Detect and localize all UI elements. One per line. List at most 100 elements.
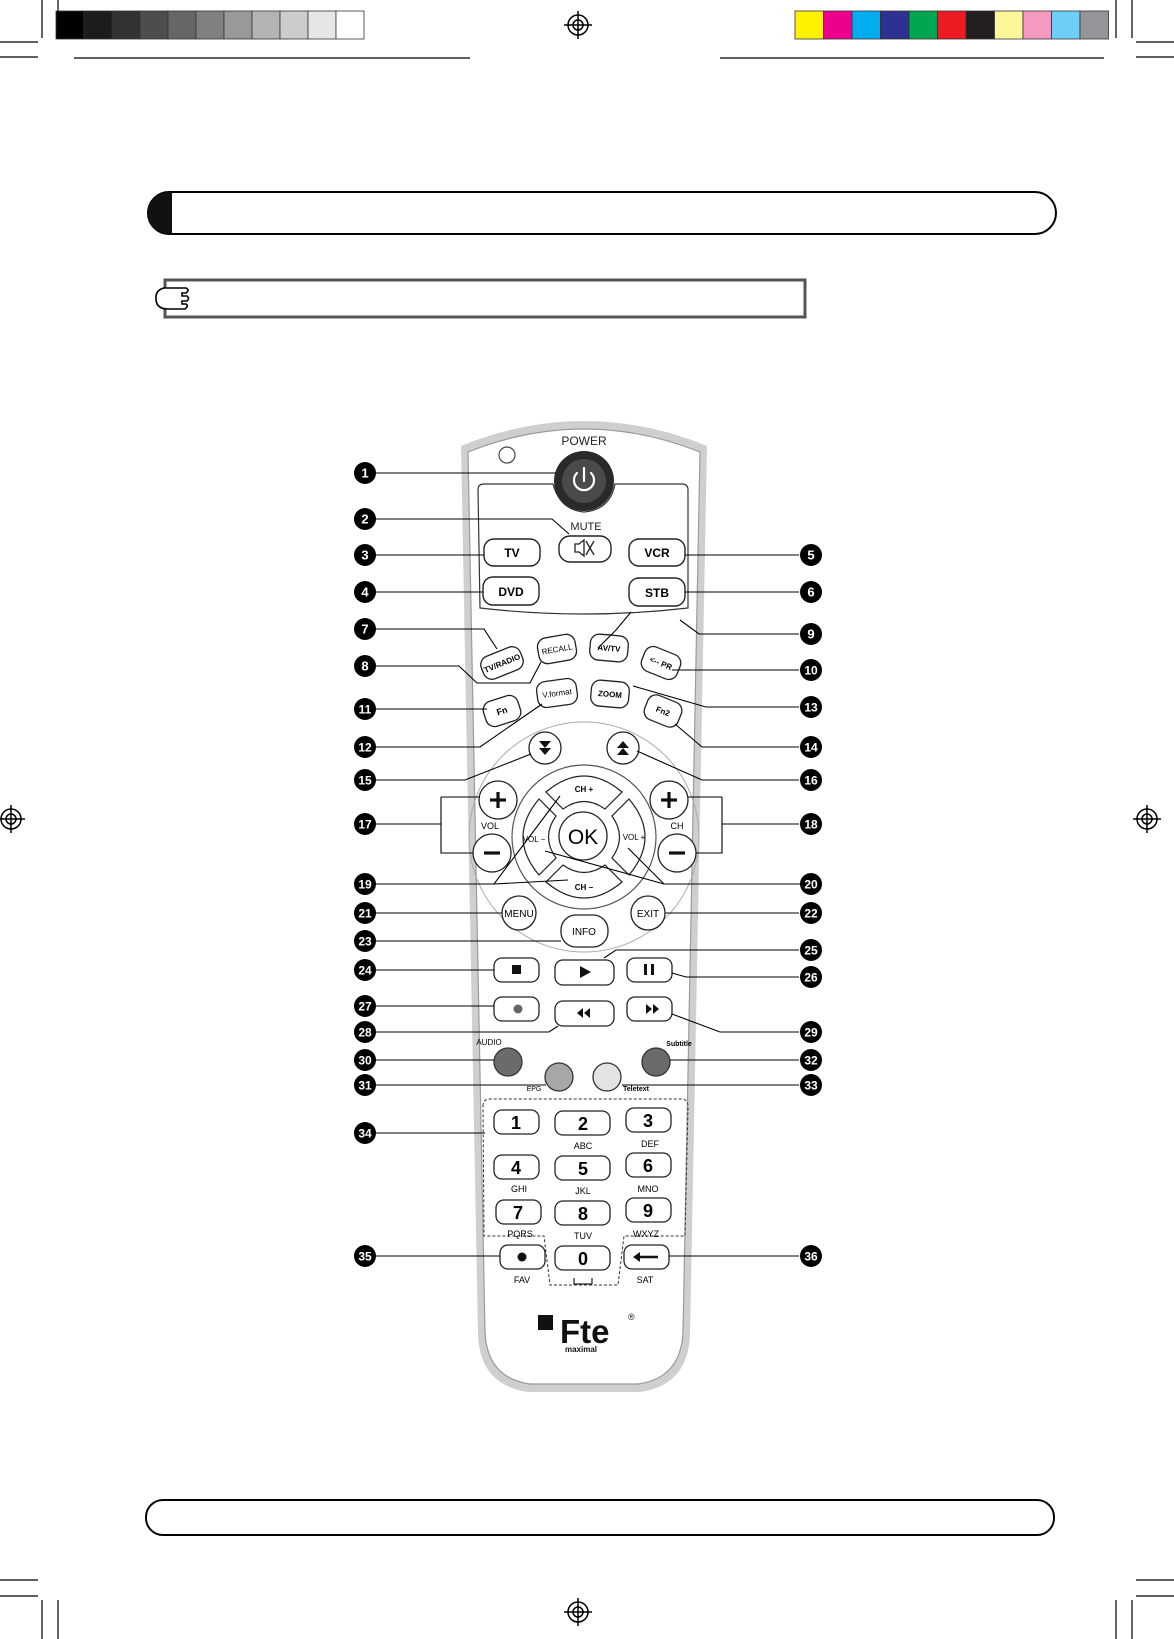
av-tv-button[interactable]: AV/TV: [589, 633, 629, 663]
registration-mark-top: [564, 11, 592, 39]
plus-icon: [661, 792, 677, 808]
rewind-button[interactable]: [554, 1000, 615, 1027]
ch-plus-label: CH +: [575, 785, 594, 794]
callout-marker: [354, 698, 376, 720]
vcr-button[interactable]: VCR: [628, 538, 686, 567]
number-key-6[interactable]: 6: [625, 1152, 672, 1178]
mute-button[interactable]: [558, 535, 612, 563]
key-1-label: 1: [511, 1113, 521, 1133]
gray-swatch: [55, 10, 85, 40]
callout-marker: [354, 1021, 376, 1043]
number-key-4[interactable]: 4: [493, 1154, 540, 1180]
number-key-7[interactable]: 7: [495, 1199, 542, 1225]
number-key-8[interactable]: 8: [554, 1200, 611, 1226]
remote-control: POWER MUTE TV VCR: [461, 421, 707, 1392]
gray-swatch: [83, 10, 113, 40]
audio-button[interactable]: [493, 1047, 523, 1077]
stop-button[interactable]: [493, 957, 540, 983]
callout-marker: [800, 902, 822, 924]
volume-down-button[interactable]: [472, 833, 512, 873]
dpad-down-button[interactable]: CH −: [545, 864, 623, 899]
fn2-button[interactable]: Fn2: [641, 692, 684, 730]
pause-button[interactable]: [626, 957, 673, 983]
callout-marker: [354, 1049, 376, 1071]
fn-label: Fn: [495, 705, 509, 718]
number-key-0[interactable]: 0: [554, 1245, 611, 1271]
page-down-button[interactable]: [528, 731, 562, 765]
registration-mark-bottom: [564, 1598, 592, 1626]
number-key-1[interactable]: 1: [493, 1109, 540, 1135]
number-key-5[interactable]: 5: [554, 1155, 611, 1181]
previous-program-button[interactable]: <-- PR: [639, 644, 684, 682]
callout-marker: [800, 1074, 822, 1096]
power-icon: [572, 466, 596, 492]
callout-25: 25: [800, 939, 822, 961]
callout-marker: [354, 1122, 376, 1144]
menu-button[interactable]: MENU: [501, 895, 537, 931]
dpad-left-button[interactable]: VOL −: [522, 798, 557, 876]
tv-radio-button[interactable]: TV/RADIO: [478, 644, 526, 682]
vcr-label: VCR: [644, 546, 670, 560]
play-button[interactable]: [554, 959, 615, 986]
number-key-3[interactable]: 3: [625, 1107, 672, 1133]
callout-number: 35: [358, 1250, 372, 1264]
callout-8: 8: [354, 655, 376, 677]
callout-number: 36: [804, 1250, 818, 1264]
key-8-letters: TUV: [574, 1231, 592, 1241]
zoom-label: ZOOM: [598, 689, 623, 700]
callout-marker: [800, 659, 822, 681]
callout-number: 16: [804, 774, 818, 788]
callout-marker: [354, 508, 376, 530]
volume-up-button[interactable]: [478, 780, 518, 820]
callout-marker: [800, 581, 822, 603]
video-format-button[interactable]: V.format: [535, 677, 579, 709]
stb-button[interactable]: STB: [628, 577, 686, 607]
channel-up-button[interactable]: [649, 780, 689, 820]
brand-name: Fte: [560, 1313, 610, 1350]
callout-number: 30: [358, 1054, 372, 1068]
zoom-button[interactable]: ZOOM: [590, 679, 630, 709]
dvd-button[interactable]: DVD: [482, 576, 540, 606]
power-label: POWER: [561, 434, 607, 448]
epg-label: EPG: [527, 1086, 542, 1093]
subtitle-button[interactable]: [641, 1047, 671, 1077]
record-button[interactable]: [493, 996, 540, 1022]
space-icon: [573, 1278, 593, 1285]
color-swatch: [1022, 10, 1052, 40]
subtitle-label: Subtitle: [666, 1041, 692, 1048]
key-4-letters: GHI: [511, 1184, 527, 1194]
callout-marker: [354, 959, 376, 981]
teletext-button[interactable]: [592, 1062, 622, 1092]
ok-button[interactable]: OK: [558, 811, 608, 861]
favorite-button[interactable]: [499, 1244, 546, 1270]
number-key-9[interactable]: 9: [625, 1197, 672, 1223]
dpad-up-button[interactable]: CH +: [545, 775, 623, 810]
stb-label: STB: [645, 586, 669, 600]
callout-number: 25: [804, 944, 818, 958]
callout-marker: [354, 1245, 376, 1267]
fast-forward-button[interactable]: [626, 996, 673, 1022]
info-button[interactable]: INFO: [560, 914, 609, 948]
info-label: INFO: [572, 927, 596, 938]
satellite-back-button[interactable]: [623, 1244, 670, 1270]
gray-swatch: [279, 10, 309, 40]
callout-number: 32: [804, 1054, 818, 1068]
tv-button[interactable]: TV: [483, 538, 541, 567]
exit-button[interactable]: EXIT: [630, 895, 666, 931]
callout-3: 3: [354, 544, 376, 566]
key-2-label: 2: [578, 1114, 588, 1134]
fn-button[interactable]: Fn: [481, 693, 523, 729]
page-up-button[interactable]: [606, 731, 640, 765]
callout-4: 4: [354, 581, 376, 603]
epg-button[interactable]: [544, 1062, 574, 1092]
footer-bar: [145, 1499, 1055, 1536]
number-key-2[interactable]: 2: [554, 1110, 611, 1136]
channel-down-button[interactable]: [657, 833, 697, 873]
recall-button[interactable]: RECALL: [536, 633, 578, 665]
callout-marker: [800, 939, 822, 961]
callout-marker: [800, 873, 822, 895]
callout-number: 15: [358, 774, 372, 788]
power-button[interactable]: [554, 451, 614, 511]
key-7-letters: PQRS: [507, 1229, 533, 1239]
